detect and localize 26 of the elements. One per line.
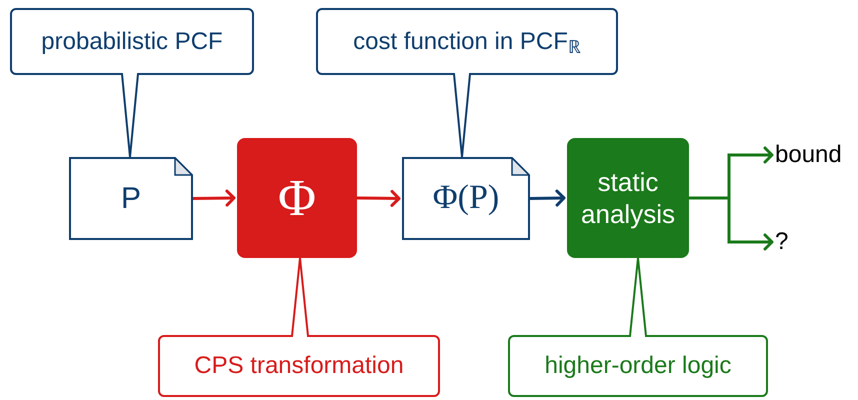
- node-label: Φ(P): [432, 178, 500, 218]
- callout-tail: [121, 73, 139, 158]
- arrow: [356, 190, 400, 207]
- speech-bubble: [158, 335, 440, 397]
- node-label: cost function in PCF$_{ℝ}$: [353, 26, 581, 56]
- speech-bubble: [316, 8, 618, 75]
- speech-bubble: [508, 335, 768, 397]
- process-box: [567, 138, 689, 258]
- arrow: [689, 196, 774, 250]
- node-label: CPS transformation: [194, 351, 404, 381]
- arrow: [530, 190, 566, 207]
- node-label: bound: [775, 140, 842, 170]
- node-label: higher-order logic: [544, 351, 732, 381]
- callout-tail: [291, 257, 309, 337]
- node-label: P: [120, 180, 141, 217]
- node-label: Φ: [278, 168, 316, 228]
- callout-tail: [453, 73, 471, 158]
- document-shape: [69, 157, 193, 240]
- document-shape: [402, 157, 530, 240]
- callout-tail: [629, 257, 647, 337]
- process-box: [237, 138, 357, 258]
- arrow: [192, 190, 236, 207]
- node-label: ?: [775, 227, 788, 257]
- node-label: static analysis: [580, 166, 676, 230]
- speech-bubble: [10, 8, 254, 75]
- node-label: probabilistic PCF: [41, 26, 223, 56]
